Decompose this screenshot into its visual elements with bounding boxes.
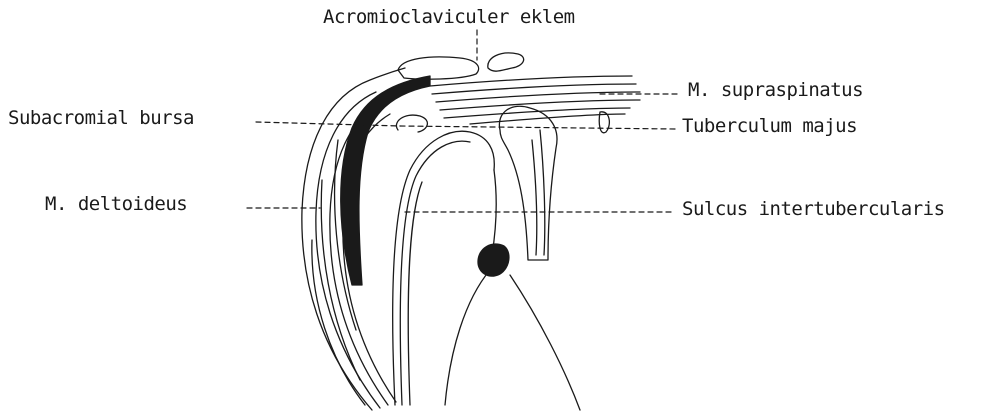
sulcus-mass bbox=[478, 244, 509, 276]
label-tuberculum-majus: Tuberculum majus bbox=[682, 115, 857, 137]
leader-lines bbox=[247, 30, 680, 212]
label-sulcus-intertubercularis: Sulcus intertubercularis bbox=[682, 198, 945, 220]
label-subacromial-bursa: Subacromial bursa bbox=[8, 107, 194, 129]
subacromial-bursa bbox=[341, 76, 430, 285]
label-supraspinatus: M. supraspinatus bbox=[688, 79, 863, 101]
leader-tuberculum bbox=[400, 126, 675, 129]
clavicle-end bbox=[488, 53, 524, 71]
label-deltoideus: M. deltoideus bbox=[45, 193, 187, 215]
acromion bbox=[398, 57, 479, 79]
greater-tubercle bbox=[499, 106, 609, 260]
label-acromioclavicular: Acromioclaviculer eklem bbox=[323, 6, 575, 28]
